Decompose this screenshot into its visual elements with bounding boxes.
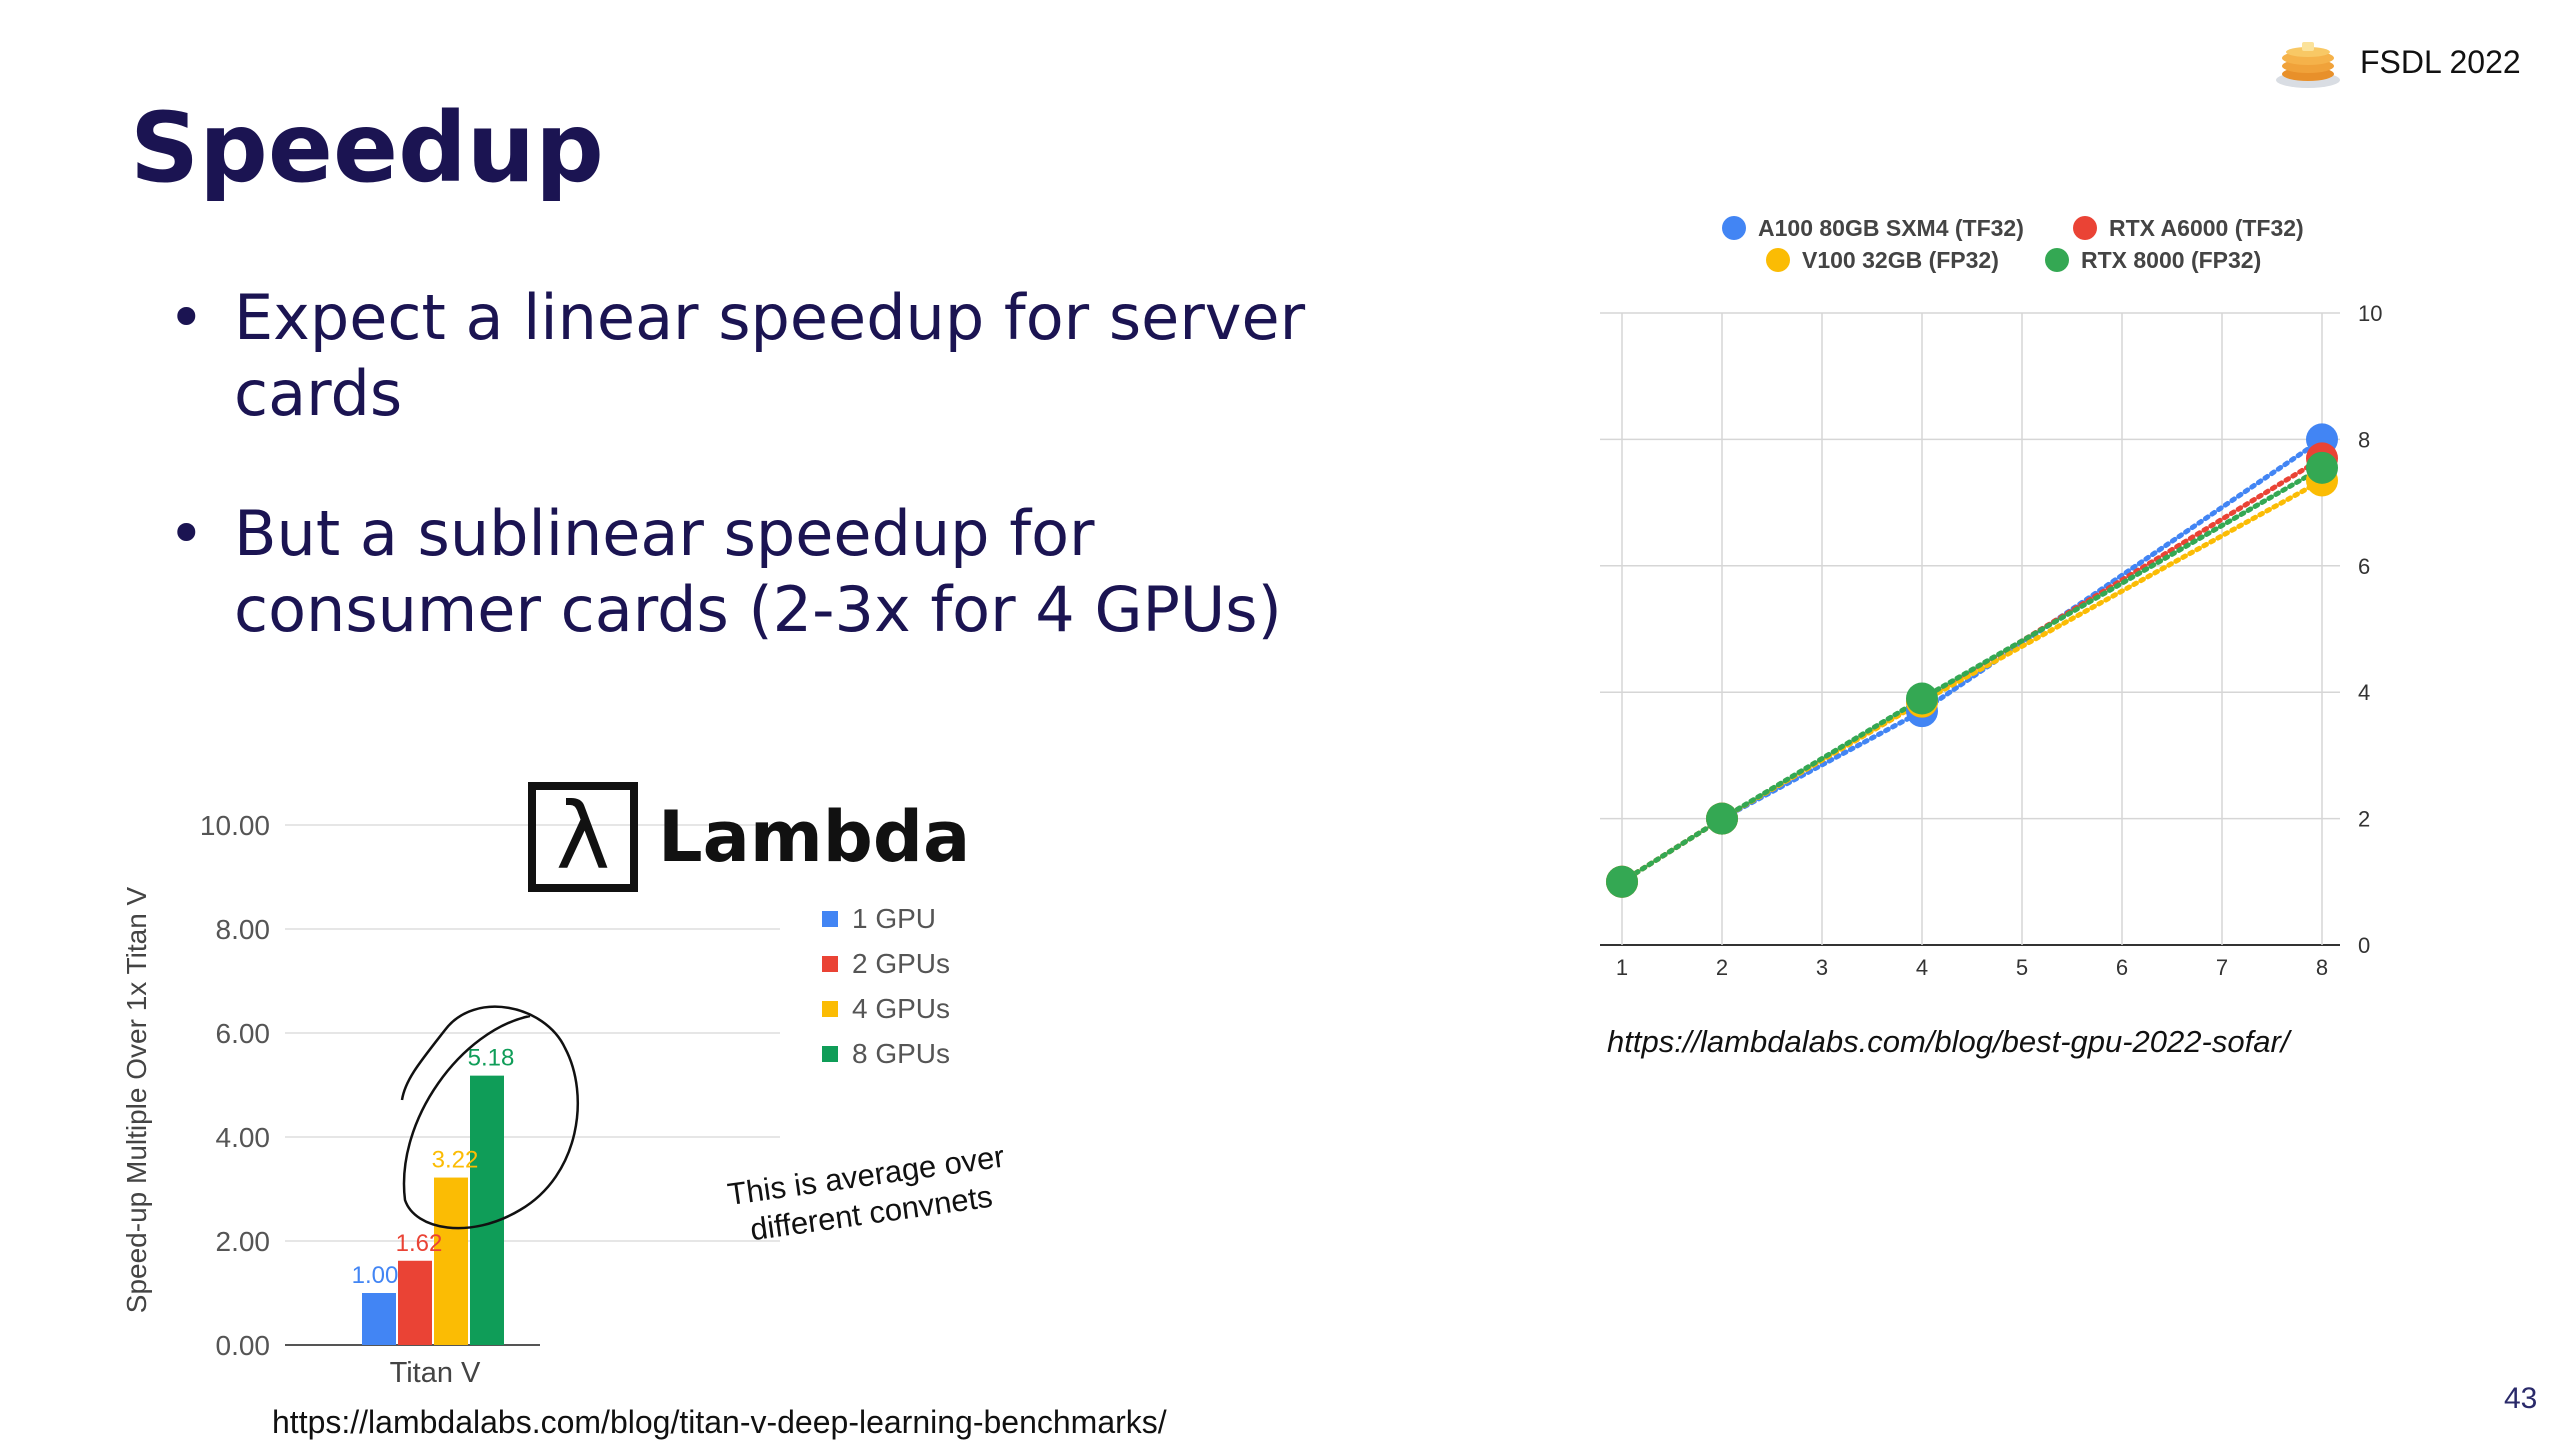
bar: [470, 1075, 504, 1345]
x-tick-label: 6: [2116, 955, 2128, 980]
slide-title: Speedup: [130, 92, 604, 204]
y-tick-label: 6: [2358, 554, 2370, 579]
x-tick-label: 8: [2316, 955, 2328, 980]
line-chart: A100 80GB SXM4 (TF32) RTX A6000 (TF32) V10…: [1600, 215, 2382, 980]
legend-marker: [2045, 248, 2069, 272]
lambda-logo: λ Lambda: [528, 782, 970, 892]
y-tick-label: 2.00: [216, 1226, 271, 1257]
legend-label: 1 GPU: [852, 903, 936, 934]
y-tick-label: 10: [2358, 301, 2382, 326]
lambda-symbol-icon: λ: [528, 782, 638, 892]
y-tick-label: 10.00: [200, 810, 270, 841]
bar: [434, 1177, 468, 1345]
legend-label: V100 32GB (FP32): [1802, 247, 1999, 273]
x-tick-label: 4: [1916, 955, 1928, 980]
data-point: [1706, 802, 1738, 835]
y-tick-label: 0.00: [216, 1330, 271, 1361]
data-label: 1.00: [352, 1262, 399, 1289]
brand-label: FSDL 2022: [2360, 43, 2521, 80]
x-tick-label: 7: [2216, 955, 2228, 980]
pancake-logo-icon: [2276, 42, 2340, 88]
x-tick-label: 1: [1616, 955, 1628, 980]
legend-label: A100 80GB SXM4 (TF32): [1758, 215, 2024, 241]
data-label: 1.62: [396, 1230, 443, 1257]
y-tick-label: 8: [2358, 427, 2370, 452]
legend-swatch: [822, 911, 838, 927]
data-label: 3.22: [432, 1147, 479, 1174]
y-tick-label: 6.00: [216, 1018, 271, 1049]
legend-label: RTX 8000 (FP32): [2081, 247, 2261, 273]
data-point: [1906, 682, 1938, 715]
legend-marker: [1722, 216, 1746, 240]
brand: FSDL 2022: [2274, 34, 2521, 90]
bullet-item: Expect a linear speedup for server cards: [168, 280, 1388, 432]
legend-label: RTX A6000 (TF32): [2109, 215, 2304, 241]
y-tick-label: 2: [2358, 807, 2370, 832]
legend-label: 2 GPUs: [852, 948, 950, 979]
source-link-right[interactable]: https://lambdalabs.com/blog/best-gpu-202…: [1607, 1024, 2290, 1059]
legend-label: 4 GPUs: [852, 993, 950, 1024]
lambda-logo-text: Lambda: [658, 796, 971, 878]
bar: [398, 1260, 432, 1345]
source-link-left[interactable]: https://lambdalabs.com/blog/titan-v-deep…: [272, 1404, 1167, 1440]
legend-label: 8 GPUs: [852, 1038, 950, 1069]
legend-swatch: [822, 1001, 838, 1017]
annotation-circle: [400, 1005, 580, 1230]
bullet-list: Expect a linear speedup for server cards…: [168, 280, 1388, 712]
y-axis-label: Speed-up Multiple Over 1x Titan V: [121, 886, 152, 1313]
y-tick-label: 4: [2358, 680, 2370, 705]
data-label: 5.18: [468, 1045, 515, 1072]
data-point: [2306, 451, 2338, 484]
legend-marker: [1766, 248, 1790, 272]
x-tick-label: Titan V: [390, 1357, 481, 1389]
y-tick-label: 8.00: [216, 914, 271, 945]
legend-swatch: [822, 1046, 838, 1062]
y-tick-label: 0: [2358, 933, 2370, 958]
data-point: [1606, 865, 1638, 898]
x-tick-label: 3: [1816, 955, 1828, 980]
legend-marker: [2073, 216, 2097, 240]
y-tick-label: 4.00: [216, 1122, 271, 1153]
x-tick-label: 5: [2016, 955, 2028, 980]
bullet-item: But a sublinear speedup for consumer car…: [168, 496, 1388, 648]
page-number: 43: [2504, 1382, 2538, 1415]
legend-swatch: [822, 956, 838, 972]
bar: [362, 1293, 396, 1345]
bar-chart: 0.00 2.00 4.00 6.00 8.00 10.00 1.00 1.62 3.22 5.…: [121, 810, 950, 1389]
series-line: [1619, 465, 2325, 885]
x-tick-label: 2: [1716, 955, 1728, 980]
